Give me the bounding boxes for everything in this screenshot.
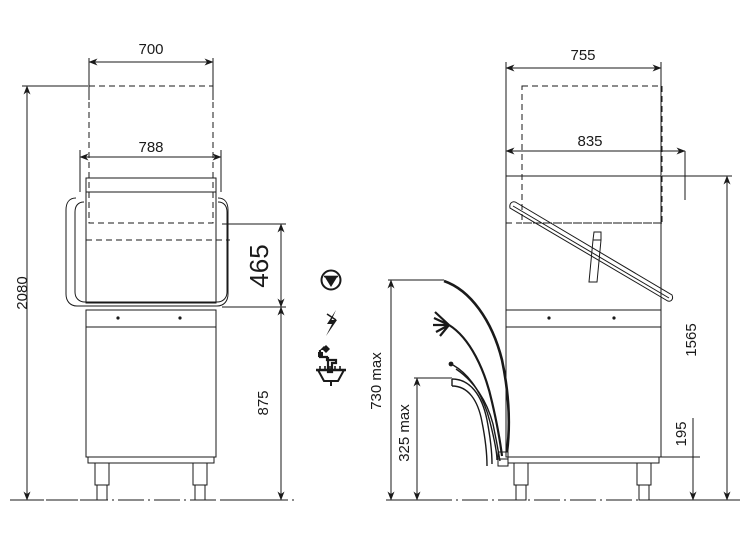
- dim-730-max-connection: [386, 279, 444, 501]
- legs-front: [94, 462, 208, 501]
- cabinet-body-front: [85, 326, 217, 464]
- hose-entry-block: [497, 451, 509, 467]
- hood-raised-outline: [88, 85, 214, 224]
- control-band-front: [85, 309, 217, 328]
- control-dot-side-right: [612, 316, 616, 320]
- dim-755-body-depth: [505, 62, 662, 260]
- control-band-side: [505, 309, 662, 328]
- service-hose-lower: [451, 378, 493, 467]
- hood-door-bracket: [588, 231, 602, 283]
- cabinet-body-side: [505, 326, 662, 464]
- label-755: 755: [570, 47, 595, 64]
- label-465: 465: [244, 244, 274, 287]
- hood-raised-outline-side: [521, 85, 663, 224]
- control-dot-side-left: [547, 316, 551, 320]
- label-195: 195: [673, 421, 690, 446]
- drain-basket-icon: [316, 366, 346, 386]
- hood-door-open-side: [509, 201, 673, 302]
- label-2080: 2080: [14, 276, 31, 309]
- drain-circle-icon: [320, 269, 342, 291]
- machine-upper-body-side: [505, 175, 662, 310]
- label-700: 700: [138, 41, 163, 58]
- label-875: 875: [255, 390, 272, 415]
- dim-788-hood-width: [79, 150, 222, 192]
- label-788: 788: [138, 139, 163, 156]
- dim-325-max-connection: [413, 377, 452, 501]
- label-730-max: 730 max: [368, 352, 385, 410]
- label-835: 835: [577, 133, 602, 150]
- service-hose-middle: [448, 361, 501, 462]
- service-hose-upper: [443, 279, 511, 453]
- dim-2080-overall-height: [22, 85, 90, 501]
- dim-875-worktop-height: [222, 306, 286, 501]
- control-dot-right: [178, 316, 182, 320]
- legs-side: [513, 462, 652, 501]
- water-tap-icon: [318, 345, 338, 374]
- dim-465-hood-opening: [222, 223, 286, 308]
- control-dot-left: [116, 316, 120, 320]
- electrical-cable-frayed: [433, 311, 504, 457]
- dim-195-plinth-height: [661, 418, 700, 501]
- hood-handle: [65, 197, 229, 307]
- dim-1565-hood-top-height: [662, 175, 740, 501]
- electric-bolt-icon: [326, 310, 337, 336]
- label-1565: 1565: [683, 323, 700, 356]
- dim-700-front-width: [88, 58, 214, 100]
- label-325-max: 325 max: [396, 404, 413, 462]
- service-connection-legend: [316, 269, 346, 386]
